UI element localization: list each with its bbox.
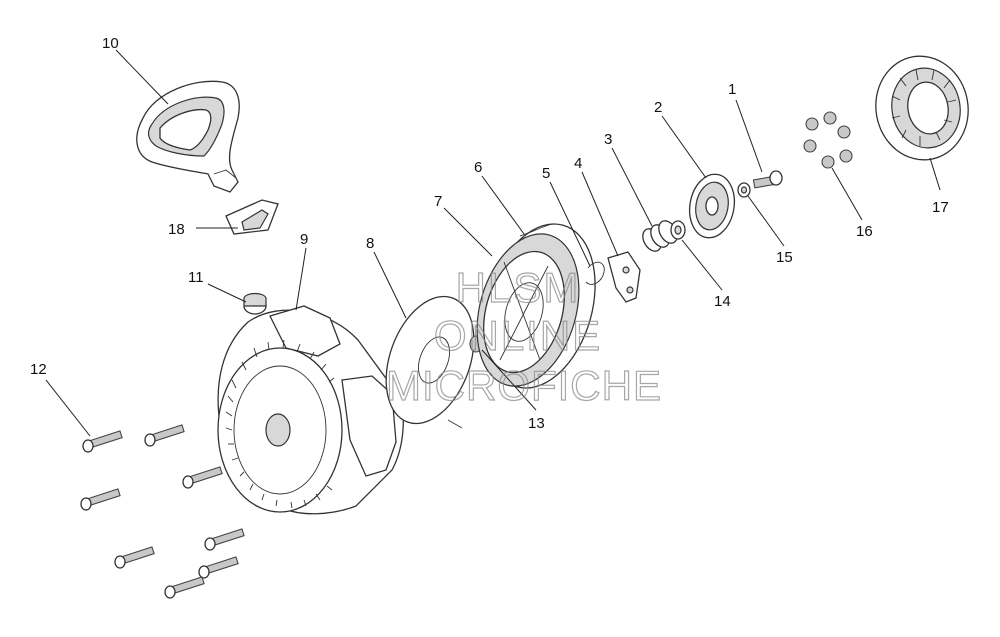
part-8-recoil-spring	[385, 295, 475, 429]
callout-numbers: 1 2 3 4 5 6 7 8 9 10 11 12 13 14 15 16 1…	[30, 35, 949, 432]
screw	[198, 556, 239, 579]
part-9-starter-housing	[217, 305, 404, 515]
watermark-line-1: HLSM	[456, 264, 581, 311]
callout-3: 3	[604, 131, 612, 148]
part-16-nuts	[803, 111, 853, 169]
callout-17: 17	[932, 199, 949, 216]
part-17-cover-ring	[875, 55, 969, 161]
callout-5: 5	[542, 165, 550, 182]
housing-vent-slots	[225, 339, 335, 509]
ring-slots	[891, 69, 957, 146]
watermark-line-2: ONLINE	[434, 312, 602, 359]
screw	[164, 576, 205, 599]
part-5-spring-clip	[585, 261, 605, 285]
screw	[82, 430, 123, 453]
nut	[821, 155, 835, 169]
part-11-cap	[243, 292, 267, 315]
screw	[204, 528, 245, 551]
nut	[839, 149, 853, 163]
callout-7: 7	[434, 193, 442, 210]
callout-14: 14	[714, 293, 731, 310]
part-10-starter-handle	[136, 80, 240, 193]
screw	[80, 488, 121, 511]
part-2-friction-plate	[688, 173, 736, 239]
callout-16: 16	[856, 223, 873, 240]
part-4-ratchet-pawl	[607, 251, 641, 303]
callout-6: 6	[474, 159, 482, 176]
callout-9: 9	[300, 231, 308, 248]
part-7-pulley	[476, 223, 596, 389]
part-1-bolt	[752, 170, 783, 189]
watermark-line-3: MICROFICHE	[386, 362, 662, 409]
part-12-screws	[80, 424, 245, 599]
callout-1: 1	[728, 81, 736, 98]
callout-15: 15	[776, 249, 793, 266]
callout-10: 10	[102, 35, 119, 52]
screw	[182, 466, 223, 489]
callout-2: 2	[654, 99, 662, 116]
nut	[837, 125, 851, 139]
callout-11: 11	[188, 269, 204, 286]
part-18-insert	[225, 199, 279, 235]
screw	[114, 546, 155, 569]
callout-13: 13	[528, 415, 545, 432]
callout-12: 12	[30, 361, 47, 378]
part-15-washer	[737, 182, 751, 198]
nut	[803, 139, 817, 153]
part-3-spring	[642, 220, 678, 252]
screw	[144, 424, 185, 447]
callout-8: 8	[366, 235, 374, 252]
part-6-rope	[519, 223, 553, 237]
callout-4: 4	[574, 155, 582, 172]
watermark: HLSM ONLINE MICROFICHE	[385, 263, 662, 409]
callout-18: 18	[168, 221, 185, 238]
nut	[823, 111, 837, 125]
leader-lines	[45, 49, 941, 437]
part-14-washer	[670, 220, 686, 240]
nut	[805, 117, 819, 131]
